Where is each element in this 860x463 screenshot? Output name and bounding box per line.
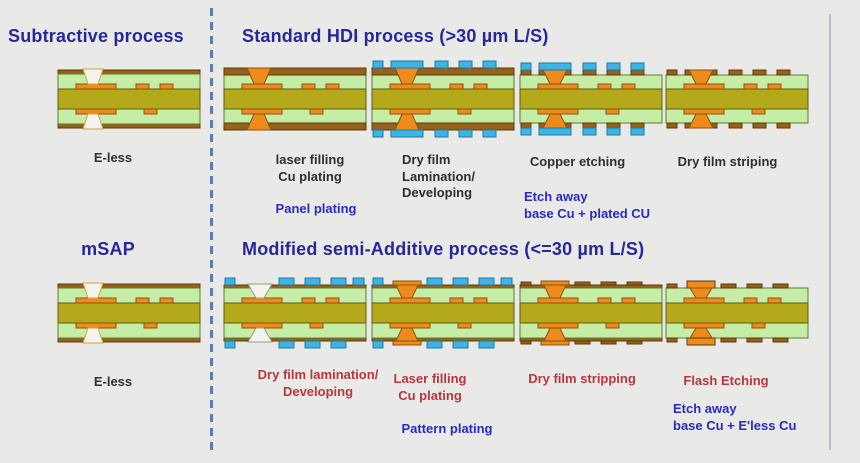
step-label-msap-1: Dry film lamination/ Developing bbox=[257, 367, 379, 399]
step-label-hdi-3: Copper etching bbox=[529, 154, 626, 169]
step-note-msap-2: Pattern plating bbox=[401, 421, 493, 436]
pcb-cross-section-msap-step1 bbox=[222, 272, 368, 356]
pcb-cross-section-hdi-step3 bbox=[518, 58, 664, 142]
section-title-standard-hdi: Standard HDI process (>30 µm L/S) bbox=[242, 26, 549, 46]
step-label-msap-2: Laser filling Cu plating bbox=[393, 371, 467, 403]
step-label-hdi-2: Dry film Lamination/ Developing bbox=[402, 152, 475, 201]
pcb-cross-section-msap-step2 bbox=[370, 272, 516, 356]
pcb-cross-section-msap-eless bbox=[56, 272, 202, 356]
section-title-modified-semi-additive: Modified semi-Additive process (<=30 µm … bbox=[242, 239, 645, 259]
step-label-hdi-1: laser filling Cu plating bbox=[275, 152, 345, 184]
pcb-cross-section-hdi-step2 bbox=[370, 58, 516, 142]
column-separator-dashed-line bbox=[210, 8, 213, 455]
step-note-hdi-1: Panel plating bbox=[275, 201, 357, 216]
pcb-cross-section-msap-step4 bbox=[664, 272, 810, 356]
step-label-hdi-4: Dry film striping bbox=[677, 154, 778, 169]
section-title-msap: mSAP bbox=[81, 239, 135, 259]
pcb-cross-section-hdi-step4 bbox=[664, 58, 810, 142]
step-note-hdi-3: Etch away base Cu + plated CU bbox=[524, 189, 651, 221]
step-label-subtractive-eless: E-less bbox=[93, 150, 133, 165]
right-edge-line bbox=[829, 14, 831, 450]
step-note-msap-4: Etch away base Cu + E'less Cu bbox=[673, 401, 797, 433]
pcb-cross-section-hdi-step1 bbox=[222, 58, 368, 142]
step-label-msap-eless: E-less bbox=[93, 374, 133, 389]
pcb-cross-section-msap-step3 bbox=[518, 272, 664, 356]
step-label-msap-4: Flash Etching bbox=[683, 373, 769, 388]
step-label-msap-3: Dry film stripping bbox=[528, 371, 636, 386]
pcb-cross-section-subtractive-eless bbox=[56, 58, 202, 142]
section-title-subtractive: Subtractive process bbox=[8, 26, 184, 46]
